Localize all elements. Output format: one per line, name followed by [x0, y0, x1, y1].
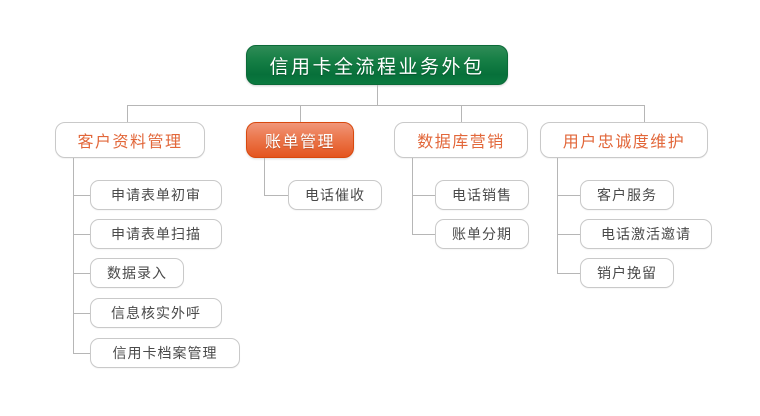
leaf-node-数据录入[interactable]: 数据录入 — [90, 258, 184, 288]
connector-drop-branch-3 — [461, 105, 462, 122]
connector-drop-branch-1 — [127, 105, 128, 122]
connector-stub-4-1 — [557, 195, 580, 196]
branch-node-label: 数据库营销 — [417, 132, 505, 151]
connector-stub-1-1 — [73, 195, 91, 196]
leaf-node-账单分期[interactable]: 账单分期 — [435, 219, 529, 249]
leaf-node-label: 申请表单初审 — [111, 188, 201, 204]
leaf-node-label: 信息核实外呼 — [111, 306, 201, 322]
connector-stub-1-2 — [73, 234, 91, 235]
connector-root-stem — [377, 85, 378, 105]
leaf-node-电话激活邀请[interactable]: 电话激活邀请 — [580, 219, 712, 249]
branch-node-用户忠诚度维护[interactable]: 用户忠诚度维护 — [540, 122, 708, 158]
leaf-node-信用卡档案管理[interactable]: 信用卡档案管理 — [90, 338, 240, 368]
connector-stub-3-1 — [412, 195, 435, 196]
connector-spine-branch-2 — [264, 158, 265, 195]
connector-root-bus — [127, 105, 644, 106]
branch-node-label: 账单管理 — [264, 132, 335, 151]
connector-stub-4-3 — [557, 273, 580, 274]
leaf-node-label: 信用卡档案管理 — [112, 346, 218, 362]
connector-spine-branch-1 — [73, 158, 74, 353]
leaf-node-label: 申请表单扫描 — [111, 227, 201, 243]
branch-node-label: 用户忠诚度维护 — [562, 132, 686, 151]
leaf-node-电话销售[interactable]: 电话销售 — [435, 180, 529, 210]
branch-node-数据库营销[interactable]: 数据库营销 — [394, 122, 528, 158]
leaf-node-label: 账单分期 — [452, 227, 512, 243]
connector-drop-branch-2 — [300, 105, 301, 122]
leaf-node-申请表单初审[interactable]: 申请表单初审 — [90, 180, 222, 210]
connector-spine-branch-4 — [557, 158, 558, 274]
connector-drop-branch-4 — [644, 105, 645, 122]
branch-node-账单管理[interactable]: 账单管理 — [246, 122, 354, 158]
leaf-node-label: 电话催收 — [305, 188, 365, 204]
connector-stub-2-1 — [264, 195, 288, 196]
leaf-node-信息核实外呼[interactable]: 信息核实外呼 — [90, 298, 222, 328]
connector-spine-branch-3 — [412, 158, 413, 234]
connector-stub-1-4 — [73, 313, 91, 314]
connector-stub-3-2 — [412, 234, 435, 235]
leaf-node-申请表单扫描[interactable]: 申请表单扫描 — [90, 219, 222, 249]
leaf-node-label: 客户服务 — [597, 188, 657, 204]
branch-node-客户资料管理[interactable]: 客户资料管理 — [55, 122, 205, 158]
leaf-node-客户服务[interactable]: 客户服务 — [580, 180, 674, 210]
connector-stub-4-2 — [557, 234, 580, 235]
connector-stub-1-3 — [73, 273, 91, 274]
root-node[interactable]: 信用卡全流程业务外包 — [246, 45, 508, 85]
leaf-node-label: 电话销售 — [452, 188, 512, 204]
leaf-node-label: 电话激活邀请 — [601, 227, 691, 243]
leaf-node-销户挽留[interactable]: 销户挽留 — [580, 258, 674, 288]
connector-stub-1-5 — [73, 353, 91, 354]
leaf-node-label: 销户挽留 — [597, 266, 657, 282]
branch-node-label: 客户资料管理 — [77, 132, 183, 151]
root-node-label: 信用卡全流程业务外包 — [269, 55, 485, 78]
leaf-node-电话催收[interactable]: 电话催收 — [288, 180, 382, 210]
leaf-node-label: 数据录入 — [107, 266, 167, 282]
